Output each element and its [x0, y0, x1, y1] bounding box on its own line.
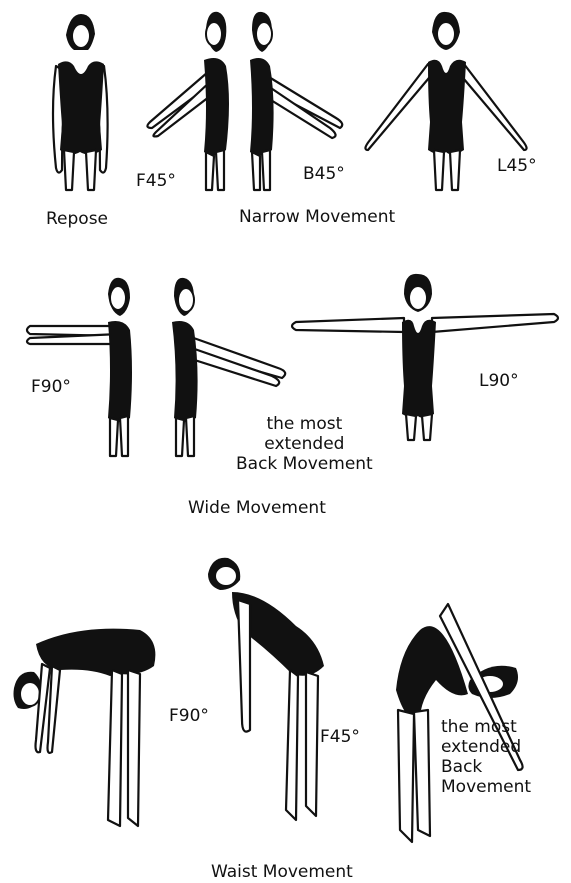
- figure-repose: [53, 14, 108, 190]
- section-title-wide-movement: Wide Movement: [188, 498, 326, 518]
- label-waist-back-note: the most extended Back Movement: [441, 717, 531, 797]
- section-title-narrow-movement: Narrow Movement: [239, 207, 395, 227]
- figure-waist-f90: [14, 629, 156, 826]
- label-repose: Repose: [46, 209, 108, 229]
- label-narrow-f45: F45°: [136, 171, 176, 191]
- label-wide-l90: L90°: [479, 371, 519, 391]
- label-waist-f45: F45°: [320, 727, 360, 747]
- label-wide-back-note: the most extended Back Movement: [236, 414, 373, 474]
- label-narrow-l45: L45°: [497, 156, 537, 176]
- figure-waist-f45: [208, 558, 324, 820]
- figure-narrow-f45: [147, 12, 229, 190]
- label-narrow-b45: B45°: [303, 164, 345, 184]
- label-waist-f90: F90°: [169, 706, 209, 726]
- figure-wide-f90: [27, 278, 132, 456]
- section-title-waist-movement: Waist Movement: [211, 862, 353, 882]
- label-wide-f90: F90°: [31, 377, 71, 397]
